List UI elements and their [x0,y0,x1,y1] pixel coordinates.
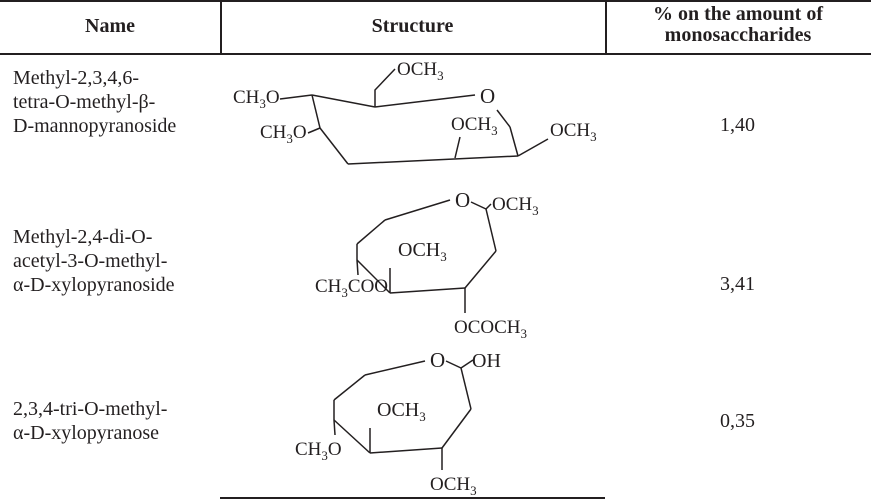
row-1-bond [347,155,519,165]
row-1-name-line: Methyl-2,3,4,6- [13,67,140,89]
row-2-name-line: Methyl-2,4-di-O- [13,226,153,248]
row-1-ch3o-left: CH3O [233,87,280,111]
header-percent-line2: monosaccharides [664,24,812,46]
row-3-label: 3 [321,448,328,463]
row-2-bond [470,201,487,210]
row-1-name: Methyl-2,3,4,6- tetra-O-methyl-β- D-mann… [13,66,218,138]
row-1-label: 3 [286,131,293,146]
row-1-label: OCH [451,114,491,135]
row-3-label: 3 [470,483,477,498]
row-1-bond [496,109,511,128]
row-2-label: OCH [398,239,440,261]
row-1-bond [517,138,549,157]
row-3-label: 3 [419,409,426,424]
row-3-name: 2,3,4-tri-O-methyl- α-D-xylopyranose [13,397,218,445]
row-2-name-line: acetyl-3-O-methyl- [13,250,168,272]
row-2-bond [389,287,466,294]
row-1-label: O [293,122,307,143]
row-3-oh: OH [472,350,501,372]
row-3-label: OCH [430,474,470,495]
col-divider-2 [605,0,607,53]
row-2-bond [356,259,391,294]
row-2-och3-anomeric: OCH3 [492,194,539,218]
row-1-ch3o-lower: CH3O [260,122,307,146]
row-3-bond [369,447,443,454]
row-2-label: CH [315,276,342,297]
row-2-label: COO [348,276,388,297]
row-1-label: CH [260,122,287,143]
row-2-bond [384,199,451,221]
row-3-ch3o: CH3O [295,439,342,463]
row-2-value: 3,41 [720,273,755,295]
row-1-label: OCH [550,120,590,141]
row-2-label: OCOCH [454,317,521,338]
col-divider-1 [220,0,222,53]
row-1-structure: OCH3 O CH3O OCH3 OCH3 CH3O [233,59,597,165]
row-3-och3-c3: OCH3 [377,399,426,424]
row-2-och3-c3: OCH3 [398,239,447,264]
row-1-label: CH [233,87,260,108]
row-2-label: 3 [521,326,528,341]
row-2-name-line: α-D-xylopyranoside [13,274,175,296]
row-3-bond [445,360,462,369]
row-1-label: 3 [437,68,444,83]
row-1-bond [311,94,376,108]
row-2-structure: O OCH3 OCH3 CH3COO OCOCH3 [315,188,539,341]
row-2-bond [485,203,492,210]
row-1-label: O [266,87,280,108]
row-3-label: OCH [377,399,419,421]
header-name: Name [85,15,135,37]
table-top-border [0,0,871,2]
row-1-och3-right: OCH3 [550,120,597,144]
row-1-och3-top: OCH3 [397,59,444,83]
row-2-label: 3 [440,249,447,264]
row-2-bond [485,208,497,252]
row-1-bond [307,127,321,134]
row-1-label: 3 [259,96,266,111]
row-1-bond [454,136,461,159]
row-1-bond [319,127,349,165]
row-3-structure: O OH OCH3 CH3O OCH3 [295,348,501,498]
row-3-label: O [328,439,342,460]
row-3-bond [333,374,366,401]
row-3-name-line: 2,3,4-tri-O-methyl- [13,398,168,420]
row-3-bond [364,360,426,376]
row-1-name-line: tetra-O-methyl-β- [13,91,156,113]
row-3-bond [460,359,474,369]
header-percent-line1: % on the amount of [652,3,823,25]
row-1-bond [374,94,476,108]
row-2-bond [356,259,359,276]
row-2-ococh3: OCOCH3 [454,317,527,341]
row-2-bond [356,219,386,245]
row-3-name-line: α-D-xylopyranose [13,422,159,444]
row-1-bond [509,126,519,157]
row-3-label: CH [295,439,322,460]
row-2-ring-oxygen: O [455,188,470,212]
row-2-label: OCH [492,194,532,215]
row-2-label: 3 [341,285,348,300]
row-1-bond [279,94,313,100]
row-1-ring-oxygen: O [480,84,495,108]
row-3-bond [460,367,472,410]
row-1-och3-center: OCH3 [451,114,498,138]
row-1-label: 3 [491,123,498,138]
row-2-label: 3 [532,203,539,218]
row-3-bond [441,408,472,449]
row-2-bond [464,250,497,289]
row-3-bond [333,419,336,436]
row-3-och3-c2: OCH3 [430,474,477,498]
row-1-label: OCH [397,59,437,80]
header-bottom-border [0,53,871,55]
row-2-name: Methyl-2,4-di-O- acetyl-3-O-methyl- α-D-… [13,225,218,297]
header-structure: Structure [371,15,454,37]
row-3-ring-oxygen: O [430,348,445,372]
row-1-value: 1,40 [720,114,755,136]
row-1-label: 3 [590,129,597,144]
row-1-bond [311,94,321,129]
row-1-bond [374,68,396,107]
row-3-bond [333,419,371,454]
row-3-value: 0,35 [720,410,755,432]
row-1-name-line: D-mannopyranoside [13,115,177,137]
